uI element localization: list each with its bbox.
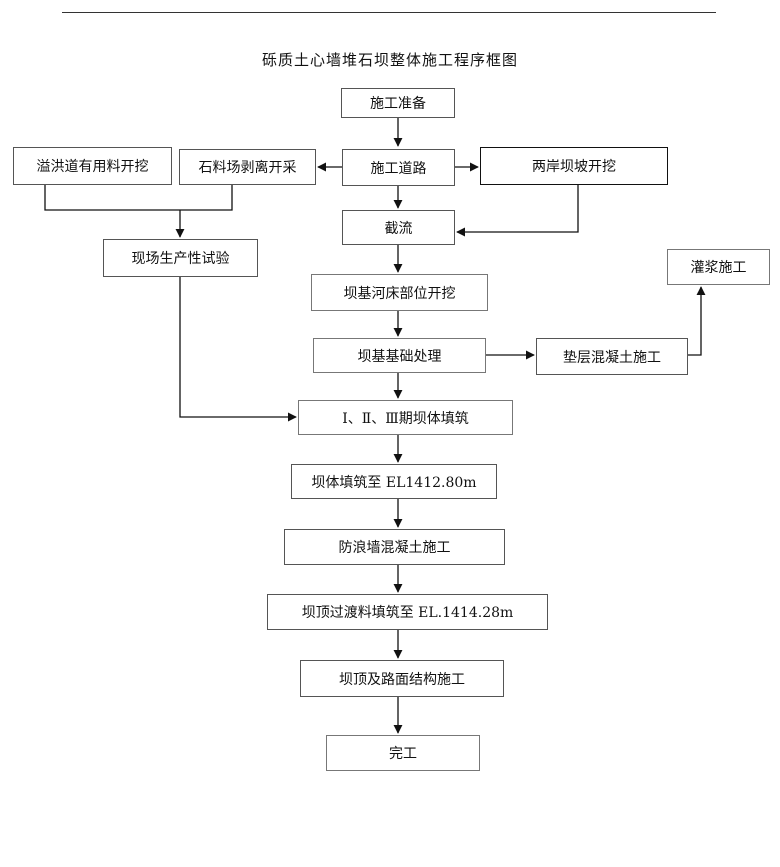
arrow-abutment-to-closure — [456, 185, 579, 237]
node-crest-road-structure: 坝顶及路面结构施工 — [300, 660, 504, 697]
node-completion: 完工 — [326, 735, 480, 771]
node-crest-transition-fill: 坝顶过渡料填筑至 EL.1414.28m — [267, 594, 548, 630]
node-abutment-excavation: 两岸坝坡开挖 — [480, 147, 668, 185]
node-grouting: 灌浆施工 — [667, 249, 770, 285]
node-foundation-treatment: 坝基基础处理 — [313, 338, 486, 373]
node-cushion-concrete: 垫层混凝土施工 — [536, 338, 688, 375]
node-dam-fill-el1412: 坝体填筑至 EL1412.80m — [291, 464, 497, 499]
arrow-cushion-to-grouting — [688, 286, 706, 356]
node-quarry-stripping: 石料场剥离开采 — [179, 149, 316, 185]
node-field-production-test: 现场生产性试验 — [103, 239, 258, 277]
node-dam-fill-stages: Ⅰ、Ⅱ、Ⅲ期坝体填筑 — [298, 400, 513, 435]
node-river-closure: 截流 — [342, 210, 455, 245]
diagram-title: 砾质土心墙堆石坝整体施工程序框图 — [261, 51, 518, 69]
node-construction-preparation: 施工准备 — [341, 88, 455, 118]
node-wave-wall-concrete: 防浪墙混凝土施工 — [284, 529, 505, 565]
node-construction-road: 施工道路 — [342, 149, 455, 186]
node-spillway-excavation: 溢洪道有用料开挖 — [13, 147, 172, 185]
arrow-field-test-to-fill — [179, 277, 297, 422]
node-riverbed-excavation: 坝基河床部位开挖 — [311, 274, 488, 311]
header-rule — [62, 12, 716, 13]
connector-spillway-down — [44, 185, 233, 211]
